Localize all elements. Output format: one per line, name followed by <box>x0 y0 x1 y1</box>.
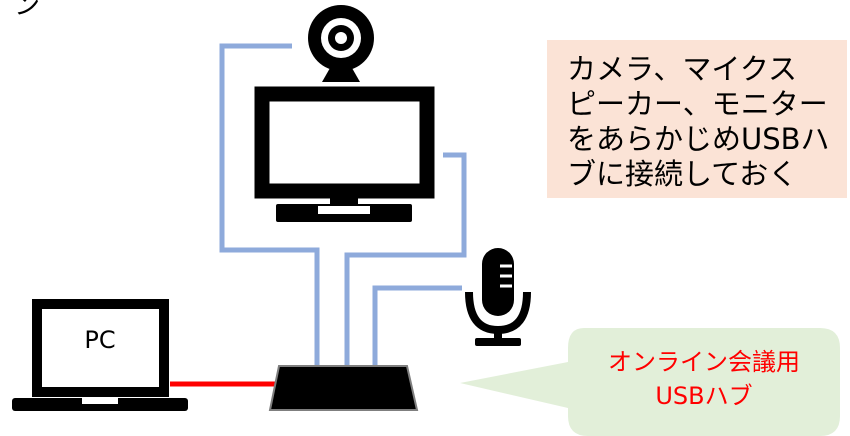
hub-callout-bubble <box>460 328 840 436</box>
hub-callout-line2: USBハブ <box>655 382 753 410</box>
instruction-line: ブに接続しておく <box>567 157 798 191</box>
usb-hub-icon <box>268 365 419 411</box>
hub-callout-line1: オンライン会議用 <box>608 348 800 376</box>
instruction-note-text: カメラ、マイクス ピーカー、モニター をあらかじめUSBハ ブに接続しておく <box>567 52 830 192</box>
monitor-icon <box>254 86 435 222</box>
usb-cables <box>219 43 467 366</box>
cut-off-heading-fragment: ン <box>14 0 40 21</box>
laptop-icon <box>12 299 188 411</box>
instruction-line: カメラ、マイクス <box>567 52 797 86</box>
hub-callout-text: オンライン会議用 USBハブ <box>568 345 840 413</box>
instruction-line: をあらかじめUSBハ <box>567 122 830 156</box>
webcam-icon <box>308 5 374 82</box>
camera-cable <box>219 43 320 366</box>
microphone-cable <box>372 285 462 366</box>
instruction-line: ピーカー、モニター <box>567 87 828 121</box>
monitor-cable <box>344 152 467 366</box>
pc-label: PC <box>84 326 116 354</box>
instruction-note: カメラ、マイクス ピーカー、モニター をあらかじめUSBハ ブに接続しておく <box>547 40 847 198</box>
microphone-icon <box>465 248 531 346</box>
